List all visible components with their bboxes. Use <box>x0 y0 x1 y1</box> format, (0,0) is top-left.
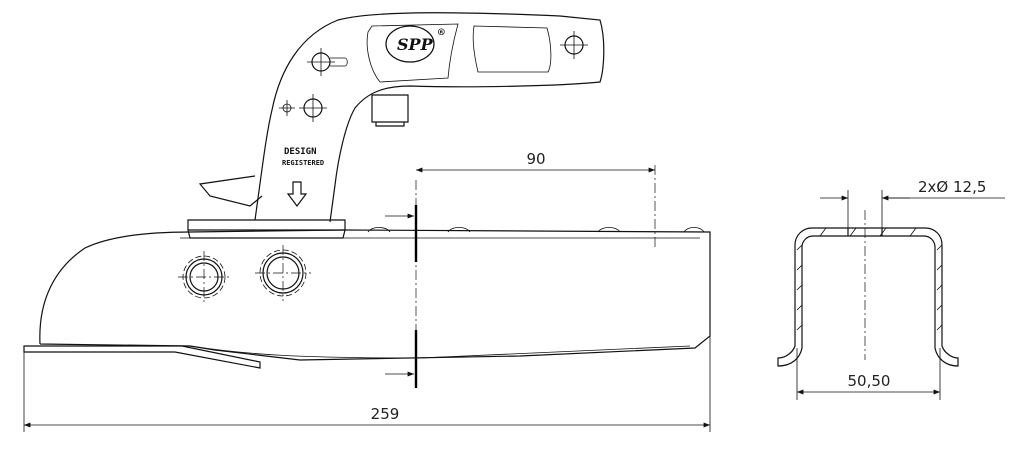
dimension-259: 259 <box>23 336 711 432</box>
release-lever <box>198 175 263 207</box>
dimension-90-label: 90 <box>526 150 545 168</box>
housing-bumps <box>367 227 705 233</box>
channel-hatch <box>796 227 943 331</box>
registered-label: REGISTERED <box>282 159 324 167</box>
down-arrow-icon <box>286 181 308 207</box>
handle-outline <box>254 12 605 223</box>
housing-lower-curve <box>189 345 691 359</box>
dimension-50-50: 50,50 <box>796 348 941 400</box>
dimension-hole: 2xØ 12,5 <box>820 178 1005 228</box>
coupling-side-view: SPP ® DESIGN REGISTERED <box>23 12 711 388</box>
bolt-hole-1 <box>178 251 230 303</box>
handle-inner <box>366 23 459 83</box>
channel-section-view <box>777 210 959 367</box>
brand-logo-oval <box>385 25 435 63</box>
design-label: DESIGN <box>284 147 317 157</box>
handle-hole-3 <box>279 94 327 122</box>
channel-outer <box>777 227 959 367</box>
housing-outline <box>39 229 711 361</box>
base-collar <box>187 219 346 239</box>
dimension-50-50-label: 50,50 <box>848 372 891 390</box>
base-plate <box>23 345 261 369</box>
registered-trademark-icon: ® <box>438 26 445 39</box>
handle-hole-2 <box>560 31 588 59</box>
dimension-90: 90 <box>416 150 655 173</box>
dimension-hole-label: 2xØ 12,5 <box>918 178 986 196</box>
handle-hole-1 <box>307 48 348 76</box>
brand-logo: SPP <box>397 35 434 54</box>
lock-block <box>371 94 409 127</box>
handle-window <box>472 25 552 73</box>
bolt-hole-2 <box>255 245 311 301</box>
dimension-259-label: 259 <box>371 405 400 423</box>
